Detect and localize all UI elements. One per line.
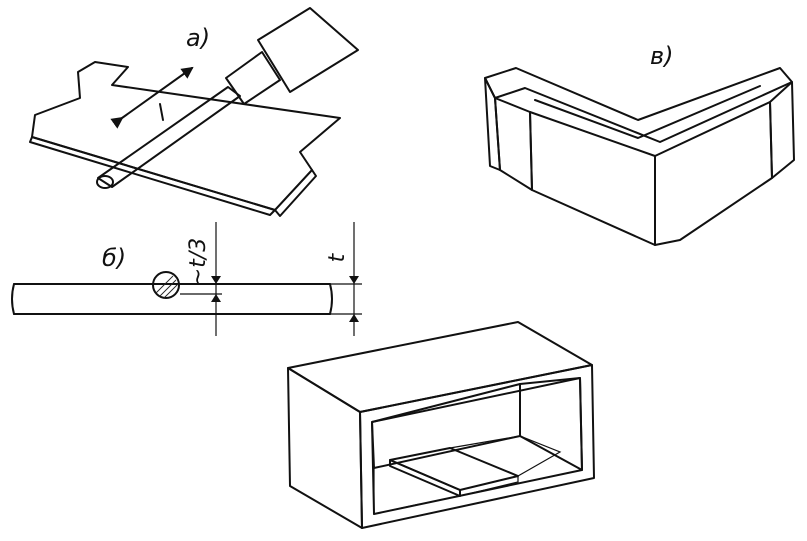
scriber-section (152, 271, 180, 299)
plate-seam (449, 435, 562, 477)
plate-right-break (329, 283, 333, 315)
scriber-rod (97, 86, 241, 188)
depth-label: ~t/3 (186, 238, 211, 286)
box-inner-left (373, 468, 421, 515)
plank-front (29, 136, 276, 216)
box-inner-right (519, 377, 583, 471)
scriber-tip (96, 175, 114, 189)
label-b: б) (102, 244, 126, 272)
panel-b: ~t/3 t б) (11, 222, 362, 336)
scriber-handle (257, 7, 359, 93)
scriber-ferrule (225, 51, 281, 105)
box-inner-back (371, 383, 521, 469)
frame-left-face (494, 97, 533, 191)
motion-arrow-tick (159, 103, 164, 121)
thickness-label: t (325, 252, 350, 262)
motion-arrow (110, 66, 194, 129)
box-front-frame (359, 364, 595, 529)
panel-a: а) (29, 7, 359, 217)
box-left-side (287, 367, 363, 529)
plate-left-break (11, 283, 15, 315)
corner-block-right (654, 101, 773, 246)
frame-inner-edge (534, 85, 761, 139)
plank-side (274, 169, 317, 217)
panel-v: в) (484, 42, 795, 246)
label-v: в) (650, 42, 674, 70)
label-a: а) (186, 24, 210, 52)
box-top (287, 321, 593, 413)
frame-right-edge (769, 81, 795, 179)
box-assembly (287, 321, 595, 529)
plank-top (31, 61, 341, 211)
